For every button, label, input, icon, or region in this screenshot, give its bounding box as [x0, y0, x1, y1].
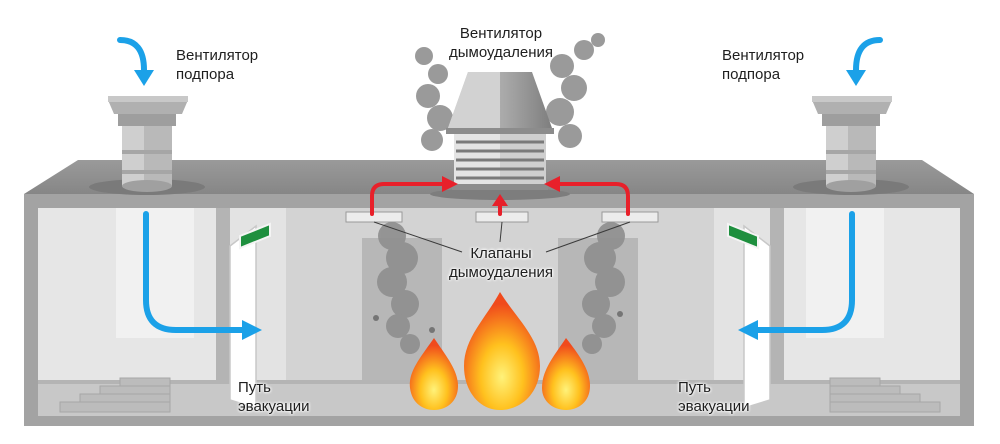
- exit-sign-icon: [727, 222, 759, 250]
- arrow-left-icon: [544, 176, 560, 192]
- building: [24, 160, 974, 426]
- exit-sign-icon: [239, 222, 271, 250]
- smoke-plumes: [373, 222, 625, 354]
- right-exit-door: [743, 224, 771, 410]
- flame-right: [542, 338, 590, 410]
- supply-inlet-arrow-left: [117, 37, 147, 73]
- arrow-right-icon: [442, 176, 458, 192]
- left-partition: [216, 208, 230, 416]
- left-stairs: [59, 377, 171, 413]
- evacuation-route-left-label: Путь эвакуации: [238, 379, 310, 415]
- intake-fan-right: [793, 96, 909, 195]
- intake-fan-left-label: Вентилятор подпора: [176, 47, 259, 83]
- right-stairs: [829, 377, 941, 413]
- right-partition: [770, 208, 784, 416]
- smoke-exhaust-fan-label: Вентилятор дымоудаления: [449, 25, 553, 61]
- fire-icon: [409, 292, 590, 410]
- evacuation-route-right-label: Путь эвакуации: [678, 379, 750, 415]
- arrow-down-icon: [846, 70, 866, 86]
- arrow-left-icon: [738, 320, 758, 340]
- intake-fan-right-label: Вентилятор подпора: [722, 47, 805, 83]
- arrow-down-icon: [134, 70, 154, 86]
- supply-airflow: [117, 37, 883, 333]
- supply-duct-flow-right: [753, 211, 855, 333]
- intake-fan-left: [89, 96, 205, 195]
- flame-center: [464, 292, 540, 410]
- arrow-up-icon: [492, 194, 508, 206]
- supply-duct-flow-left: [143, 211, 247, 333]
- damper-leader-lines: [373, 221, 631, 253]
- flame-left: [409, 338, 458, 410]
- arrow-right-icon: [242, 320, 262, 340]
- smoke-dampers-label: Клапаны дымоудаления: [449, 245, 553, 281]
- supply-inlet-arrow-right: [853, 37, 883, 73]
- exhaust-smoke: [415, 33, 605, 151]
